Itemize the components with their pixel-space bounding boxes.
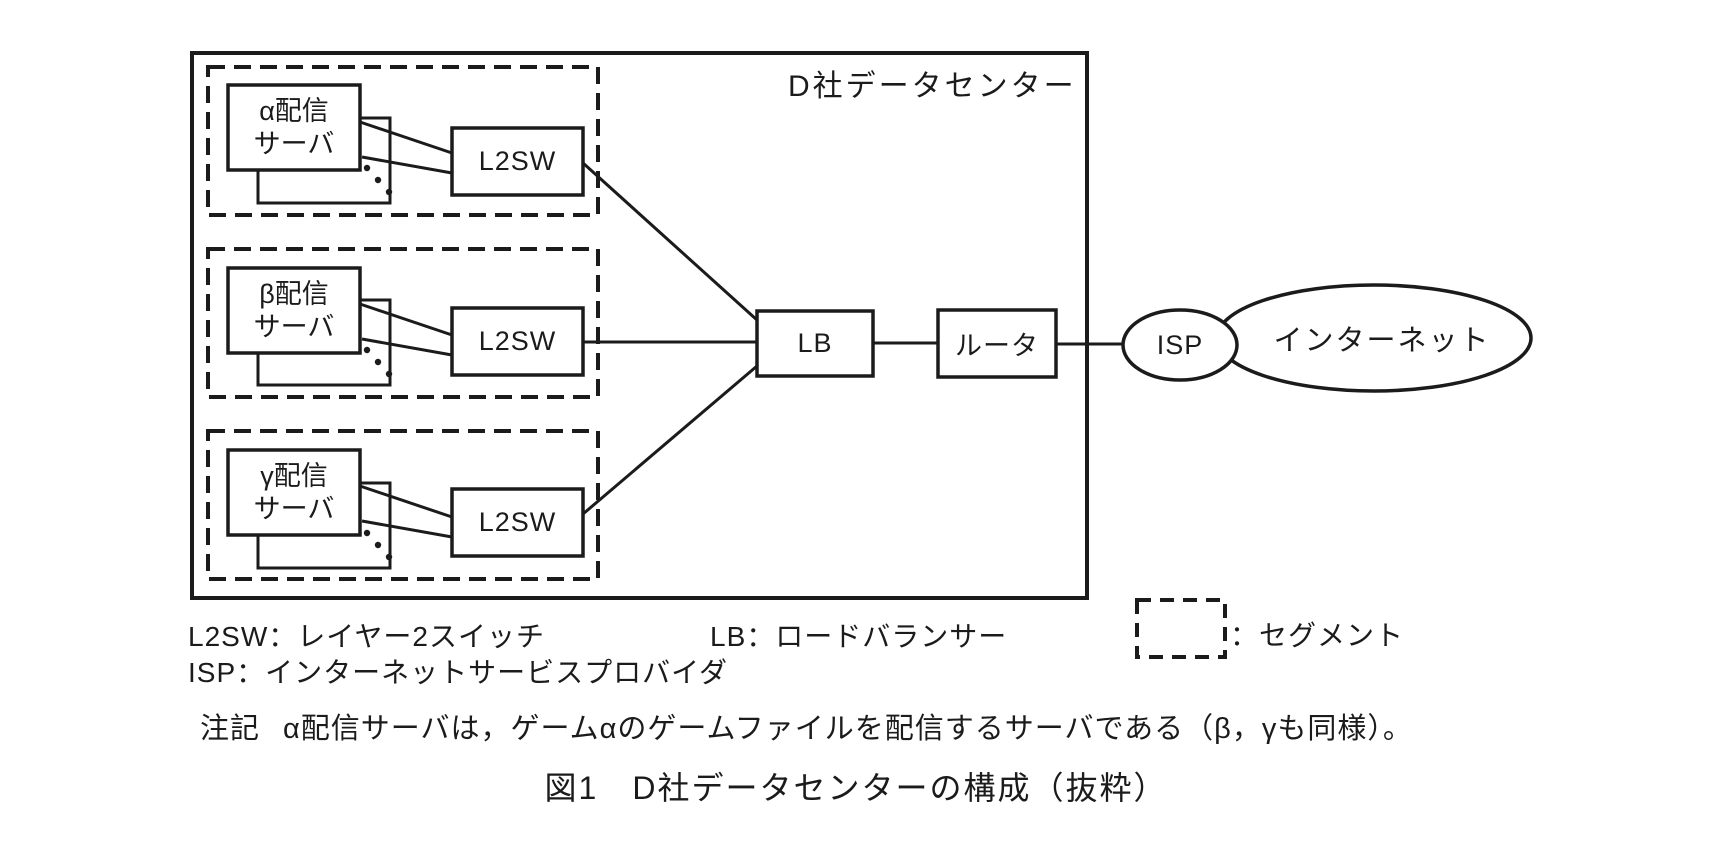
- server-label-gamma-line1: γ配信: [260, 460, 328, 491]
- router-box: [936, 308, 1058, 379]
- server-box-front-gamma: [226, 448, 362, 537]
- l2sw-box-beta: [450, 306, 585, 377]
- legend-item-lb: LB：ロードバランサー: [710, 621, 1008, 652]
- server-label-beta-line2: サーバ: [253, 311, 335, 342]
- server-box-front-alpha: [226, 83, 362, 172]
- link-server-alpha-l2sw-2: [361, 155, 453, 175]
- isp-label: ISP: [1156, 329, 1204, 360]
- segment-box-beta: [206, 247, 600, 399]
- load-balancer-label: LB: [797, 328, 833, 358]
- link-server-gamma-l2sw-2: [361, 519, 453, 539]
- server-label-beta-line1: β配信: [259, 278, 329, 309]
- legend-item-isp: ISP：インターネットサービスプロバイダ: [188, 657, 729, 688]
- server-label-beta: β配信 サーバ: [228, 268, 360, 353]
- load-balancer-box: [755, 309, 875, 378]
- link-l2sw-alpha-lb: [581, 161, 759, 322]
- server-label-alpha-line1: α配信: [259, 95, 329, 126]
- server-label-gamma: γ配信 サーバ: [228, 450, 360, 535]
- server-label-alpha-line2: サーバ: [253, 128, 335, 159]
- ellipsis-dots-gamma: [363, 529, 393, 561]
- link-server-gamma-l2sw-1: [359, 484, 453, 519]
- ellipsis-dots-alpha: [363, 164, 393, 196]
- router-label: ルータ: [955, 331, 1039, 361]
- segment-box-gamma: [206, 429, 600, 581]
- link-server-beta-l2sw-2: [361, 337, 453, 357]
- l2sw-box-alpha: [450, 126, 585, 197]
- l2sw-label-beta: L2SW: [478, 326, 557, 356]
- legend-item-segment: ：セグメント: [1230, 620, 1405, 651]
- link-server-beta-l2sw-1: [359, 302, 453, 337]
- note-text: α配信サーバは，ゲームαのゲームファイルを配信するサーバである（β，γも同様）。: [283, 713, 1413, 745]
- datacenter-box: [190, 51, 1089, 600]
- figure-caption: 図1 D社データセンターの構成（抜粋）: [544, 770, 1168, 806]
- server-label-alpha: α配信 サーバ: [228, 85, 360, 170]
- l2sw-box-gamma: [450, 487, 585, 558]
- link-l2sw-gamma-lb: [582, 364, 758, 516]
- link-server-alpha-l2sw-1: [359, 120, 453, 155]
- server-label-gamma-line2: サーバ: [253, 493, 335, 524]
- ellipsis-dots-beta: [363, 346, 393, 378]
- l2sw-label-gamma: L2SW: [478, 507, 557, 537]
- internet-label: インターネット: [1273, 325, 1491, 357]
- l2sw-label-alpha: L2SW: [478, 146, 557, 176]
- segment-box-alpha: [206, 65, 600, 217]
- server-box-front-beta: [226, 266, 362, 355]
- datacenter-label: D社データセンター: [788, 70, 1077, 103]
- legend-item-l2sw: L2SW：レイヤー2スイッチ: [188, 621, 545, 652]
- legend-segment-symbol: [1135, 598, 1227, 659]
- note-label: 注記: [200, 713, 261, 745]
